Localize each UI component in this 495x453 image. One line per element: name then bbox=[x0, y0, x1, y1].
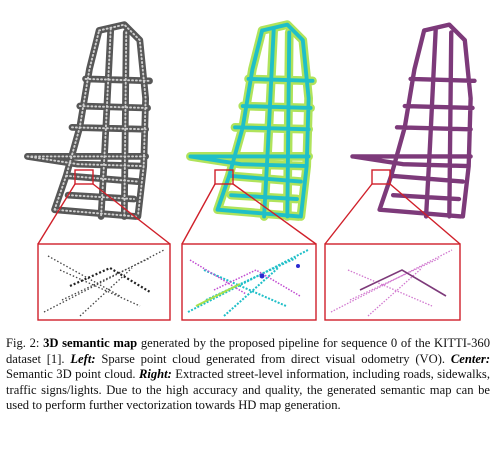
figure-caption: Fig. 2: 3D semantic map generated by the… bbox=[6, 336, 490, 414]
caption-left-label: Left: bbox=[70, 351, 96, 366]
caption-text-1: generated by the proposed pipeline for s… bbox=[6, 336, 490, 366]
inset-center bbox=[181, 243, 317, 321]
fig-label: Fig. 2: bbox=[6, 336, 40, 350]
center-semantic-map bbox=[190, 25, 312, 217]
caption-text-right: Extracted street-level information, incl… bbox=[6, 367, 490, 413]
caption-text-center: Semantic 3D point cloud. bbox=[6, 367, 136, 382]
left-sparse-map bbox=[27, 25, 149, 217]
inset-left bbox=[37, 243, 171, 321]
figure-panels bbox=[0, 0, 495, 321]
zoom-callouts bbox=[37, 169, 461, 245]
right-street-map bbox=[352, 25, 474, 217]
caption-text-left: Sparse point cloud generated from direct… bbox=[101, 351, 446, 366]
caption-right-label: Right: bbox=[138, 367, 172, 382]
caption-title: 3D semantic map bbox=[43, 336, 138, 350]
caption-center-label: Center: bbox=[450, 351, 491, 366]
inset-right bbox=[324, 243, 461, 321]
